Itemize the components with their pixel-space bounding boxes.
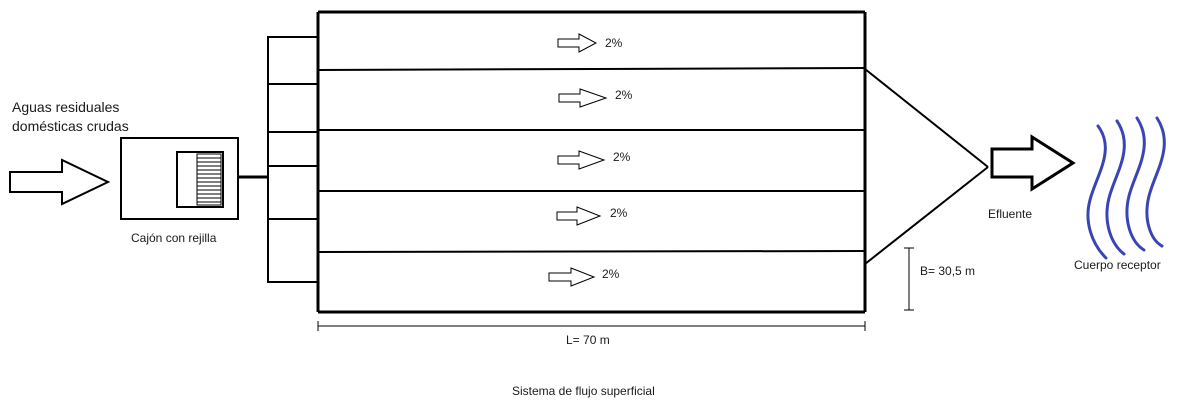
width-dimension bbox=[904, 247, 914, 311]
flow-arrow-4 bbox=[556, 206, 602, 226]
distribution-manifold bbox=[267, 36, 318, 283]
receiver-label: Cuerpo receptor bbox=[1074, 258, 1161, 272]
effluent-arrow bbox=[990, 134, 1076, 192]
inlet-label-line1: Aguas residuales bbox=[12, 99, 120, 115]
inlet-label-line2: domésticas crudas bbox=[12, 118, 129, 134]
channel-slope-4: 2% bbox=[610, 206, 628, 220]
flow-arrow-2 bbox=[558, 88, 608, 108]
diagram-caption: Sistema de flujo superficial bbox=[512, 384, 655, 398]
channel-flow-arrows bbox=[548, 33, 608, 287]
channel-slope-2: 2% bbox=[615, 88, 633, 102]
length-dimension bbox=[317, 321, 866, 331]
flow-arrow-5 bbox=[548, 267, 596, 287]
channel-field bbox=[316, 10, 867, 314]
flow-arrow-3 bbox=[557, 150, 606, 170]
effluent-label: Efluente bbox=[988, 207, 1033, 221]
length-dimension-label: L= 70 m bbox=[566, 333, 610, 347]
width-dimension-label: B= 30,5 m bbox=[920, 264, 976, 278]
screen-box-label: Cajón con rejilla bbox=[131, 231, 217, 245]
channel-slope-1: 2% bbox=[605, 36, 623, 50]
receiver-waves bbox=[1086, 116, 1166, 260]
channel-slope-3: 2% bbox=[613, 150, 631, 164]
effluent-collector bbox=[864, 68, 989, 265]
flow-arrow-1 bbox=[557, 33, 598, 53]
grille-bars bbox=[197, 157, 221, 203]
channel-slope-5: 2% bbox=[602, 267, 620, 281]
inlet-arrow bbox=[9, 158, 111, 206]
